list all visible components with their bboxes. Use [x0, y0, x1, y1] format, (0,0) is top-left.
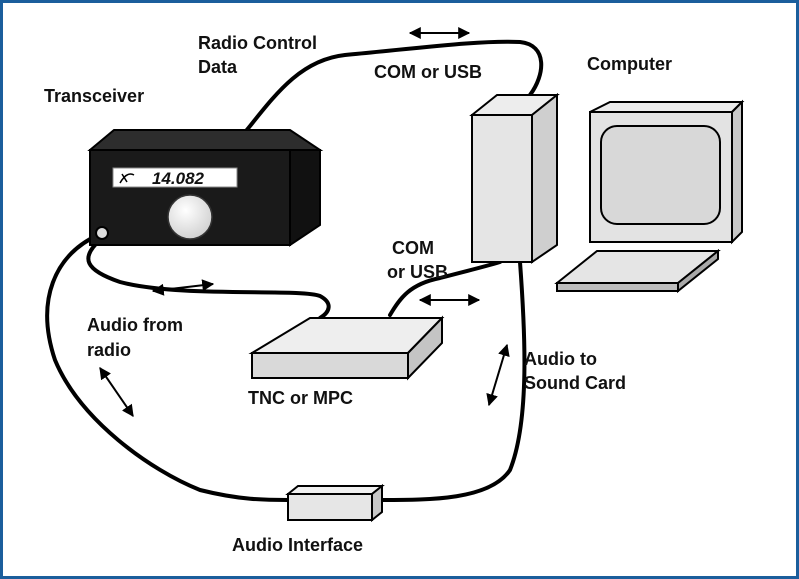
tnc-label: TNC or MPC	[248, 388, 353, 408]
com-usb-top-label: COM or USB	[374, 62, 482, 82]
monitor-screen	[600, 125, 721, 225]
monitor-side	[731, 99, 743, 245]
audio-from-label-line2: radio	[87, 340, 131, 360]
transceiver-label: Transceiver	[44, 86, 144, 106]
audio-from-label-line1: Audio from	[87, 315, 183, 335]
radio-control-label-line1: Radio Control	[198, 33, 317, 53]
cables	[45, 39, 544, 502]
frequency-display	[112, 167, 238, 188]
audio-to-label-line1: Audio to	[524, 349, 597, 369]
tnc-side	[407, 315, 443, 381]
transceiver-top	[87, 129, 324, 151]
audio-from-arrow	[99, 367, 134, 417]
keyboard-front	[556, 282, 679, 292]
meter-needle-icon	[119, 173, 135, 184]
com-mid-label-line2: or USB	[387, 262, 448, 282]
keyboard-side	[677, 248, 719, 294]
arrows	[99, 27, 510, 417]
transceiver: 14.082	[87, 129, 324, 247]
audio-to-label-line2: Sound Card	[524, 373, 626, 393]
monitor-top	[589, 101, 745, 113]
radio-to-tnc-cable	[86, 238, 331, 320]
interface-front	[287, 493, 373, 521]
computer-label: Computer	[587, 54, 672, 74]
keyboard	[554, 248, 721, 294]
meter-pointer	[121, 173, 128, 183]
tuning-knob	[167, 194, 213, 240]
audio-interface-box	[285, 483, 385, 523]
radio-control-label-line2: Data	[198, 57, 238, 77]
computer-monitor	[589, 99, 745, 245]
audio-to-soundcard-cable	[380, 260, 527, 502]
radio-tnc-arrow	[151, 279, 215, 296]
transceiver-side	[289, 149, 321, 247]
audio-from-radio-cable	[45, 233, 290, 502]
com-mid-label-line1: COM	[392, 238, 434, 258]
interface-top	[285, 485, 385, 495]
audio-to-arrow	[486, 343, 510, 407]
audio-interface-label: Audio Interface	[232, 535, 363, 555]
interface-side	[371, 483, 383, 523]
computer-tower	[469, 92, 560, 264]
frequency-readout: 14.082	[152, 169, 205, 188]
tnc-front	[251, 352, 409, 379]
radio-control-cable	[244, 39, 544, 133]
tnc-box	[248, 315, 445, 381]
tower-side	[531, 92, 558, 264]
labels: Radio Control Data COM or USB Computer T…	[44, 33, 672, 555]
tower-front	[471, 114, 533, 263]
tnc-to-computer-cable	[388, 260, 502, 317]
audio-jack	[95, 226, 109, 240]
